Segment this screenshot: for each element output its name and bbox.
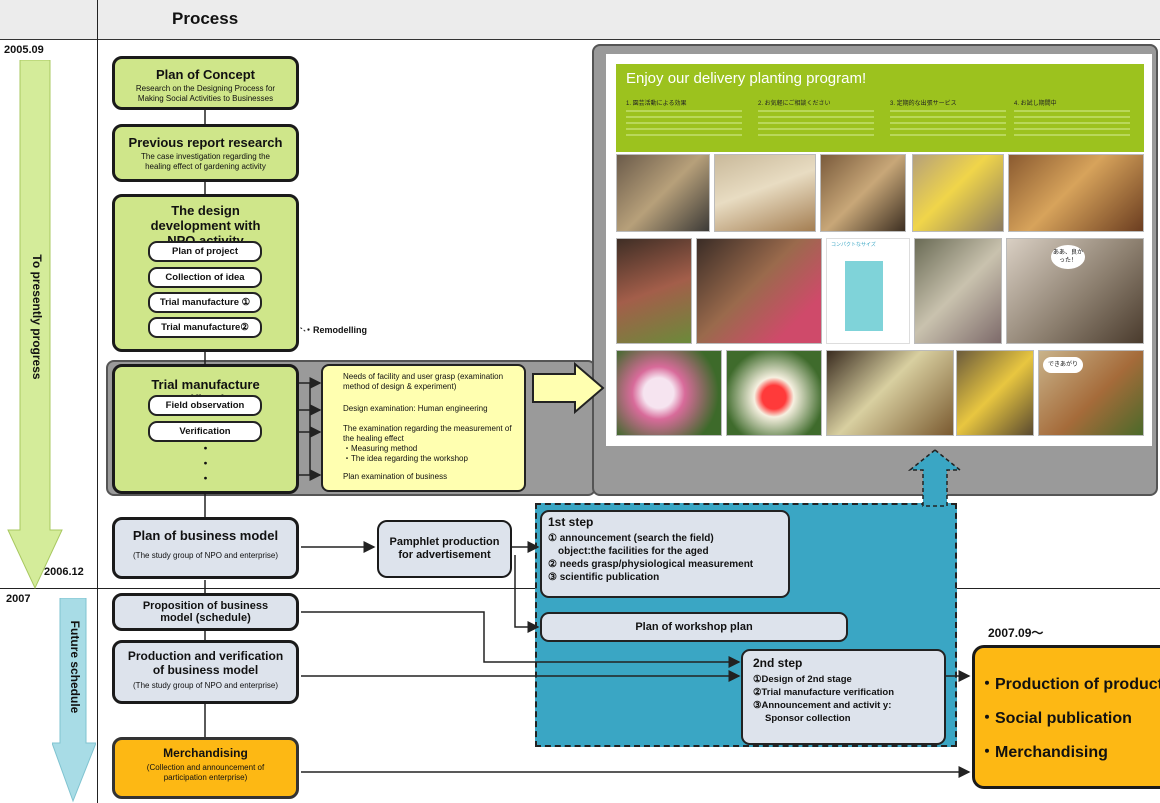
trial-manufacture-1-pill: Trial manufacture ① <box>148 292 262 313</box>
present-arrow <box>7 60 63 590</box>
final-item-3: ・Merchandising <box>979 744 1108 761</box>
merchandising-sub: (Collection and announcement of particip… <box>146 763 265 782</box>
production-title: Production and verification of business … <box>127 649 284 677</box>
photo-residents <box>696 238 822 344</box>
date-year: 2007 <box>6 593 31 605</box>
step1-line-3: ② needs grasp/physiological measurement <box>548 559 754 570</box>
plan-of-concept-sub: Research on the Designing Process for Ma… <box>135 84 276 103</box>
needs-item-3: The examination regarding the measuremen… <box>343 424 512 443</box>
needs-box: Needs of facility and user grasp (examin… <box>321 364 526 492</box>
production-sub: (The study group of NPO and enterprise) <box>133 681 278 690</box>
final-outcome-box: ・Production of product ・Social publicati… <box>972 645 1160 789</box>
merchandising-box: Merchandising (Collection and announceme… <box>112 737 299 799</box>
date-future: 2007.09～ <box>988 626 1044 640</box>
photo-flowers-3 <box>726 350 822 436</box>
step1-box: 1st step ① announcement (search the fiel… <box>540 510 790 598</box>
pamphlet-text-2 <box>758 110 874 140</box>
needs-item-6: Plan examination of business <box>343 472 448 481</box>
needs-item-1: Needs of facility and user grasp (examin… <box>343 372 504 391</box>
needs-item-2: Design examination: Human engineering <box>343 404 488 413</box>
speech-bubble-2: できあがり <box>1043 357 1083 373</box>
pamphlet-text-1 <box>626 110 742 140</box>
business-model-title: Plan of business model <box>132 528 279 543</box>
photo-flowers-2 <box>616 350 722 436</box>
final-item-1: ・Production of product <box>979 676 1160 693</box>
dashed-up-arrow <box>907 449 963 507</box>
needs-item-4: ・Measuring method <box>343 444 418 453</box>
needs-item-5: ・The idea regarding the workshop <box>343 454 468 463</box>
previous-research-box: Previous report research The case invest… <box>112 124 299 182</box>
pamphlet-banner: Enjoy our delivery planting program! 1. … <box>616 64 1144 152</box>
photo-car <box>616 154 710 232</box>
step1-line-4: ③ scientific publication <box>548 572 660 583</box>
pamphlet-title: Pamphlet production for advertisement <box>389 536 500 561</box>
business-model-sub: (The study group of NPO and enterprise) <box>133 551 278 560</box>
photo-assembly <box>820 154 906 232</box>
pamphlet-image: Enjoy our delivery planting program! 1. … <box>606 54 1152 446</box>
date-mid: 2006.12 <box>44 566 84 578</box>
dots-2: ・ <box>200 458 211 470</box>
photo-gardening <box>956 350 1034 436</box>
photo-finished-planter: できあがり <box>1038 350 1144 436</box>
pamphlet-col-3: 3. 定期的な出張サービス <box>890 101 957 107</box>
previous-research-title: Previous report research <box>128 135 283 150</box>
step2-line-3: ③Announcement and activit y: <box>753 700 892 711</box>
proposition-box: Proposition of business model (schedule) <box>112 593 299 631</box>
dots-1: ・ <box>200 443 211 455</box>
photo-planter-flowers <box>826 350 954 436</box>
collection-of-idea-pill: Collection of idea <box>148 267 262 288</box>
plan-of-project-pill: Plan of project <box>148 241 262 262</box>
step1-line-1: ① announcement (search the field) <box>548 533 714 544</box>
step2-line-4: Sponsor collection <box>765 713 851 724</box>
step2-line-1: ①Design of 2nd stage <box>753 674 852 685</box>
remodelling-label: ・Remodelling <box>304 325 368 335</box>
workshop-box: Plan of workshop plan <box>540 612 848 642</box>
photo-wooden-planter <box>714 154 816 232</box>
header-title: Process <box>172 9 239 28</box>
pamphlet-text-3 <box>890 110 1006 140</box>
plan-of-concept-title: Plan of Concept <box>156 67 255 82</box>
proposition-title: Proposition of business model (schedule) <box>142 600 269 624</box>
photo-wheelchair <box>914 238 1002 344</box>
photo-flowers-1 <box>616 238 692 344</box>
header-bar <box>0 0 1160 40</box>
photo-planters <box>1008 154 1144 232</box>
step1-line-2: object:the facilities for the aged <box>558 546 709 557</box>
business-model-box: Plan of business model (The study group … <box>112 517 299 579</box>
verification-pill: Verification <box>148 421 262 442</box>
pamphlet-text-4 <box>1014 110 1130 140</box>
pamphlet-box: Pamphlet production for advertisement <box>377 520 512 578</box>
photo-size-diagram: コンパクトなサイズ <box>826 238 910 344</box>
field-observation-pill: Field observation <box>148 395 262 416</box>
previous-research-sub: The case investigation regarding the hea… <box>141 152 270 171</box>
plan-of-concept-box: Plan of Concept Research on the Designin… <box>112 56 299 110</box>
pamphlet-col-2: 2. お気軽にご相談ください <box>758 101 831 107</box>
date-start: 2005.09 <box>4 44 44 56</box>
production-box: Production and verification of business … <box>112 640 299 704</box>
step1-title: 1st step <box>548 515 594 529</box>
photo-elderly-woman: ああ、良かった！ <box>1006 238 1144 344</box>
merchandising-title: Merchandising <box>163 746 248 760</box>
dots-3: ・ <box>200 473 211 485</box>
pamphlet-banner-title: Enjoy our delivery planting program! <box>626 70 867 87</box>
step2-line-2: ②Trial manufacture verification <box>753 687 895 698</box>
pamphlet-col-1: 1. 園芸活動による効果 <box>626 101 687 107</box>
size-diagram-shape <box>845 261 883 331</box>
trial-manufacture-2-pill: Trial manufacture② <box>148 317 262 338</box>
future-arrow <box>52 598 96 803</box>
step2-box: 2nd step ①Design of 2nd stage ②Trial man… <box>741 649 946 745</box>
pamphlet-col-4: 4. お試し期間中 <box>1014 101 1057 107</box>
step2-title: 2nd step <box>753 656 803 670</box>
timeline-divider <box>97 0 98 803</box>
final-item-2: ・Social publication <box>979 710 1132 727</box>
speech-bubble-1: ああ、良かった！ <box>1051 245 1085 269</box>
size-diagram-label: コンパクトなサイズ <box>831 242 876 248</box>
photo-workshop <box>912 154 1004 232</box>
